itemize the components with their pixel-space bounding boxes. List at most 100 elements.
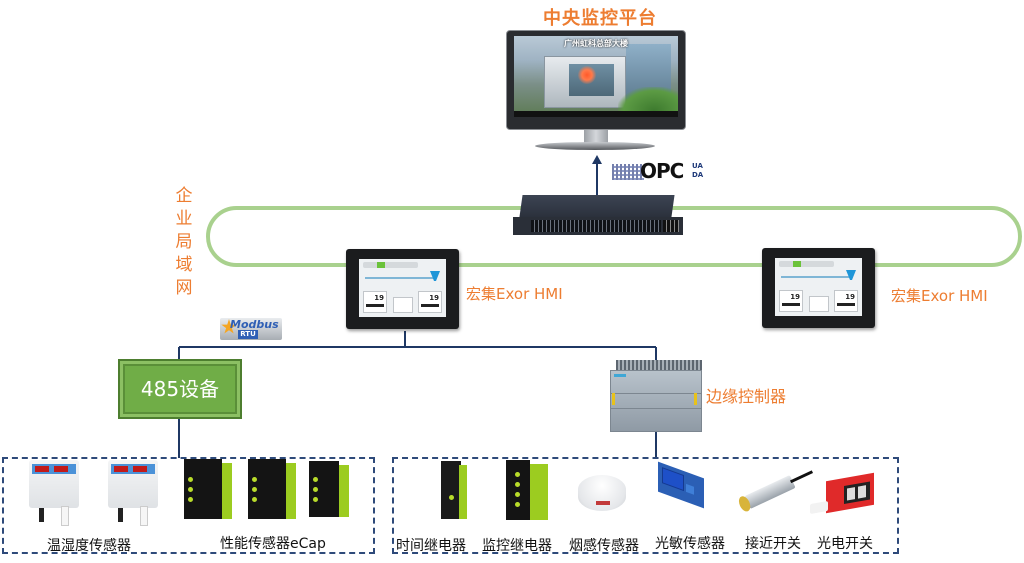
led-icon bbox=[313, 477, 318, 482]
device-label-proximity-switch: 接近开关 bbox=[745, 536, 801, 552]
led-icon bbox=[313, 497, 318, 502]
sensor-display bbox=[111, 464, 155, 474]
relay-side bbox=[222, 463, 232, 519]
led-icon bbox=[515, 492, 520, 497]
smoke-sensor[interactable] bbox=[578, 475, 626, 511]
device-label-photoelectric-switch: 光电开关 bbox=[817, 536, 873, 552]
hmi-status-indicator bbox=[377, 262, 385, 268]
lan-label-char: 网 bbox=[175, 278, 193, 298]
arrow-up-icon bbox=[592, 155, 602, 164]
opc-logo-text: OPC bbox=[640, 159, 684, 183]
hmi-controls bbox=[393, 297, 413, 313]
edge-controller[interactable] bbox=[610, 360, 702, 432]
device-label-temp-humidity: 温湿度传感器 bbox=[47, 538, 131, 554]
hmi-panel-1[interactable]: 19 19 bbox=[346, 249, 459, 329]
temp-humidity-sensor[interactable] bbox=[108, 460, 158, 526]
hmi-gauge: 19 bbox=[363, 291, 387, 313]
cable-gland bbox=[39, 508, 44, 522]
cable-gland bbox=[810, 500, 828, 515]
relay-side bbox=[286, 463, 296, 519]
network-switch[interactable] bbox=[513, 195, 683, 243]
plc-brand-logo bbox=[614, 374, 626, 377]
central-monitor[interactable]: 广州虹科总部大楼 bbox=[506, 30, 686, 130]
sensor-display bbox=[32, 464, 76, 474]
modbus-logo-text: Modbus bbox=[230, 318, 279, 331]
hmi-controls bbox=[809, 296, 829, 312]
hmi-gauge: 19 bbox=[418, 291, 442, 313]
hmi-screen: 19 19 bbox=[775, 258, 862, 316]
opc-dots-icon bbox=[612, 164, 644, 180]
device-label-light-sensor: 光敏传感器 bbox=[655, 536, 725, 552]
hotspot-marker-icon bbox=[578, 66, 596, 84]
potentiometer bbox=[686, 483, 694, 495]
gauge-value: 19 bbox=[845, 293, 855, 301]
hmi-toolbar bbox=[779, 261, 834, 267]
plc-latch bbox=[612, 393, 615, 405]
smoke-sensor-label-plate bbox=[596, 501, 610, 505]
plc-body bbox=[610, 370, 702, 432]
device-label-time-relay: 时间继电器 bbox=[396, 538, 466, 554]
hmi-status-indicator bbox=[793, 261, 801, 267]
lan-label-char: 局 bbox=[175, 232, 193, 252]
monitor-stand-base bbox=[535, 142, 655, 150]
device-label-ecap: 性能传感器eCap bbox=[220, 536, 326, 552]
plc-latch bbox=[694, 393, 697, 405]
monitor-stand-neck bbox=[584, 130, 608, 144]
hmi-hopper-icon bbox=[430, 271, 440, 281]
edge-io-device-group bbox=[392, 457, 899, 554]
rs485-device-group bbox=[2, 457, 375, 554]
gauge-value: 19 bbox=[790, 293, 800, 301]
led-icon bbox=[188, 497, 193, 502]
led-icon bbox=[515, 472, 520, 477]
led-icon bbox=[188, 487, 193, 492]
lan-label-char: 业 bbox=[175, 209, 193, 229]
ecap-sensor[interactable] bbox=[184, 459, 232, 519]
modbus-rtu-badge: RTU bbox=[238, 330, 258, 339]
led-icon bbox=[515, 482, 520, 487]
hmi-screen: 19 19 bbox=[359, 259, 446, 317]
switch-sfp-ports bbox=[663, 220, 679, 232]
hmi-hopper-icon bbox=[846, 270, 856, 280]
sensor-probe bbox=[61, 506, 69, 526]
video-control-bar[interactable] bbox=[514, 111, 678, 117]
opc-da-text: DA bbox=[692, 171, 704, 179]
led-icon bbox=[252, 497, 257, 502]
plc-terminals bbox=[616, 360, 702, 372]
gauge-value: 19 bbox=[429, 294, 439, 302]
rs485-device-box[interactable]: 485设备 bbox=[118, 359, 242, 419]
hmi-gauge: 19 bbox=[834, 290, 858, 312]
led-icon bbox=[313, 487, 318, 492]
opc-variants: UA DA bbox=[692, 162, 703, 180]
switch-ports bbox=[531, 220, 661, 232]
plc-band bbox=[611, 393, 701, 409]
edge-controller-label: 边缘控制器 bbox=[706, 387, 787, 406]
hmi-gauge: 19 bbox=[779, 290, 803, 312]
hmi-pipe bbox=[781, 276, 851, 278]
ecap-sensor[interactable] bbox=[248, 459, 296, 519]
relay-component bbox=[662, 467, 684, 492]
hmi-label-1: 宏集Exor HMI bbox=[466, 285, 563, 303]
sensor-probe bbox=[140, 506, 148, 526]
screen-caption: 广州虹科总部大楼 bbox=[564, 39, 628, 48]
led-icon bbox=[449, 495, 454, 500]
switch-top bbox=[519, 195, 675, 217]
cable-gland bbox=[118, 508, 123, 522]
hmi-toolbar bbox=[363, 262, 418, 268]
modbus-rtu-logo: Modbus RTU bbox=[220, 318, 282, 340]
monitoring-relay[interactable] bbox=[506, 460, 548, 520]
opc-logo: OPC bbox=[612, 159, 684, 183]
lan-label-char: 企 bbox=[175, 186, 193, 206]
monitor-screen: 广州虹科总部大楼 bbox=[514, 36, 678, 117]
ecap-sensor[interactable] bbox=[309, 461, 349, 517]
central-platform-title: 中央监控平台 bbox=[543, 8, 657, 29]
time-relay[interactable] bbox=[441, 461, 467, 519]
opc-ua-text: UA bbox=[692, 162, 703, 170]
hmi-panel-2[interactable]: 19 19 bbox=[762, 248, 875, 328]
led-icon bbox=[252, 487, 257, 492]
device-label-monitoring-relay: 监控继电器 bbox=[482, 538, 552, 554]
lens-window bbox=[844, 481, 870, 505]
relay-side bbox=[339, 465, 349, 517]
relay-side bbox=[530, 464, 548, 520]
lan-label-char: 域 bbox=[175, 255, 193, 275]
temp-humidity-sensor[interactable] bbox=[29, 460, 79, 526]
